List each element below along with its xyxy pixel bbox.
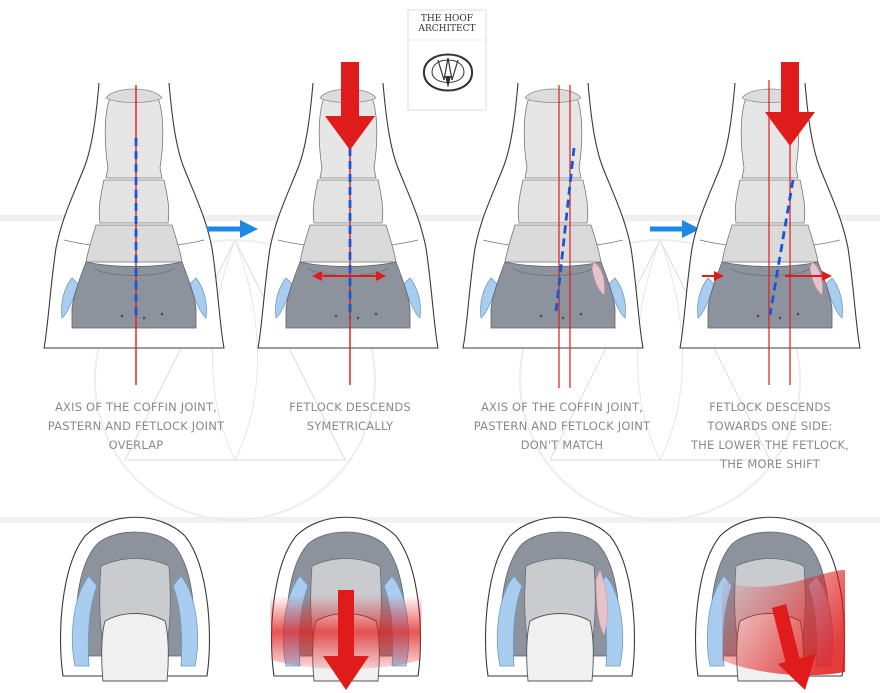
leg-front-view-3 [463, 83, 643, 388]
logo-title: THE HOOF ARCHITECT [404, 14, 490, 34]
hoof-bottom-view-2 [270, 517, 422, 690]
caption-panel-4: FETLOCK DESCENDS TOWARDS ONE SIDE: THE L… [680, 398, 860, 474]
leg-front-view-2 [258, 62, 438, 385]
caption-panel-3: AXIS OF THE COFFIN JOINT, PASTERN AND FE… [452, 398, 672, 455]
transition-arrow-icon [207, 220, 258, 238]
hoof-bottom-view-3 [486, 517, 635, 681]
leg-front-view-1 [44, 83, 224, 385]
leg-front-view-4 [680, 62, 860, 385]
caption-panel-1: AXIS OF THE COFFIN JOINT, PASTERN AND FE… [26, 398, 246, 455]
horseshoe-logo-icon [424, 55, 472, 91]
transition-arrow-icon [650, 220, 700, 238]
hoof-bottom-view-4 [696, 517, 845, 690]
hoof-bottom-view-1 [61, 517, 210, 681]
caption-panel-2: FETLOCK DESCENDS SYMETRICALLY [260, 398, 440, 436]
